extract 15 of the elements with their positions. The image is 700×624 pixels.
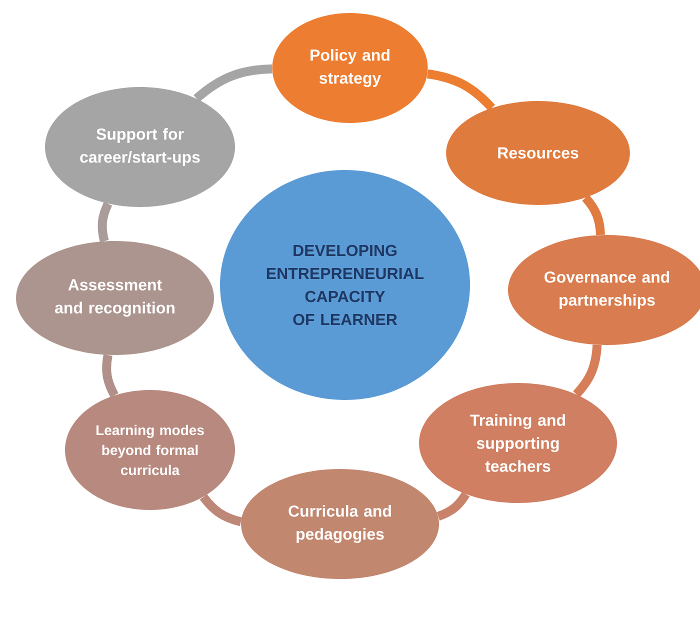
ellipse-node: Support for career/start-ups xyxy=(45,87,235,207)
ring-segment xyxy=(582,194,605,236)
ellipse-node: Learning modes beyond formal curricula xyxy=(65,390,235,510)
ellipse-node: Resources xyxy=(446,101,630,205)
ellipse-node: Assessment and recognition xyxy=(16,241,214,355)
ellipse-node: Curricula and pedagogies xyxy=(241,469,439,579)
ring-segment xyxy=(98,202,112,242)
ellipse-node: Policy and strategy xyxy=(272,13,428,123)
ring-segment xyxy=(194,64,272,102)
ring-segment xyxy=(426,69,496,111)
ring-segment xyxy=(573,344,602,398)
ring-segment xyxy=(436,492,470,521)
ring-segment xyxy=(200,494,242,526)
ring-segment xyxy=(102,354,118,398)
ellipse-node: Training and supporting teachers xyxy=(419,383,617,503)
